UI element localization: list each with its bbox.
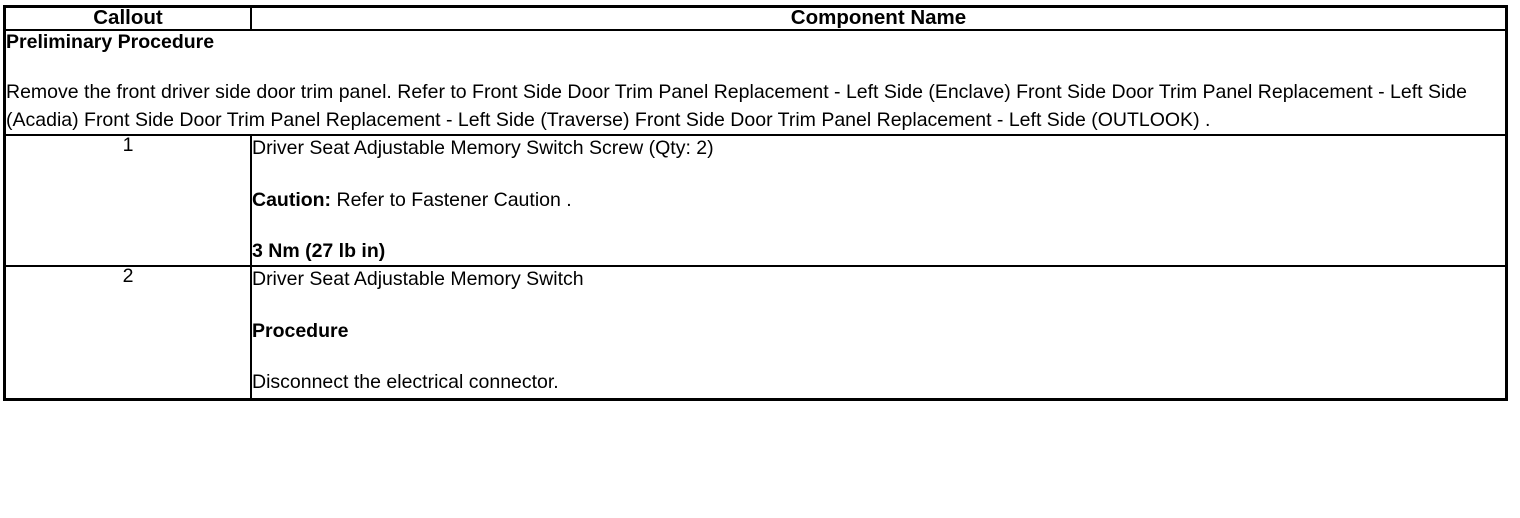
table-row: 2 Driver Seat Adjustable Memory Switch P… [3,265,1508,401]
component-name-2: Driver Seat Adjustable Memory Switch [251,268,584,291]
caution-note-1: Caution: Refer to Fastener Caution . [252,188,1505,212]
component-name-1: Driver Seat Adjustable Memory Switch Scr… [251,137,714,160]
preliminary-procedure-row: Preliminary Procedure Remove the front d… [3,28,1508,137]
table-header-row: Callout Component Name [3,5,1508,31]
preliminary-procedure-title: Preliminary Procedure [6,30,215,53]
component-callout-table: Callout Component Name Preliminary Proce… [3,5,1508,402]
caution-label: Caution: [251,188,332,211]
procedure-label-2: Procedure [251,319,349,342]
procedure-text-2: Disconnect the electrical connector. [251,371,559,394]
preliminary-procedure-cell: Preliminary Procedure Remove the front d… [3,28,1508,137]
component-detail-cell-2: Driver Seat Adjustable Memory Switch Pro… [249,265,1508,401]
caution-text: Refer to Fastener Caution . [331,188,572,211]
torque-spec-1: 3 Nm (27 lb in) [251,240,386,263]
preliminary-procedure-body: Remove the front driver side door trim p… [6,80,1467,132]
table-row: 1 Driver Seat Adjustable Memory Switch S… [3,134,1508,268]
column-header-callout: Callout [3,5,252,31]
callout-number-1: 1 [3,134,252,268]
callout-number-2: 2 [3,265,252,401]
component-detail-cell-1: Driver Seat Adjustable Memory Switch Scr… [249,134,1508,268]
column-header-component-name: Component Name [249,5,1508,31]
